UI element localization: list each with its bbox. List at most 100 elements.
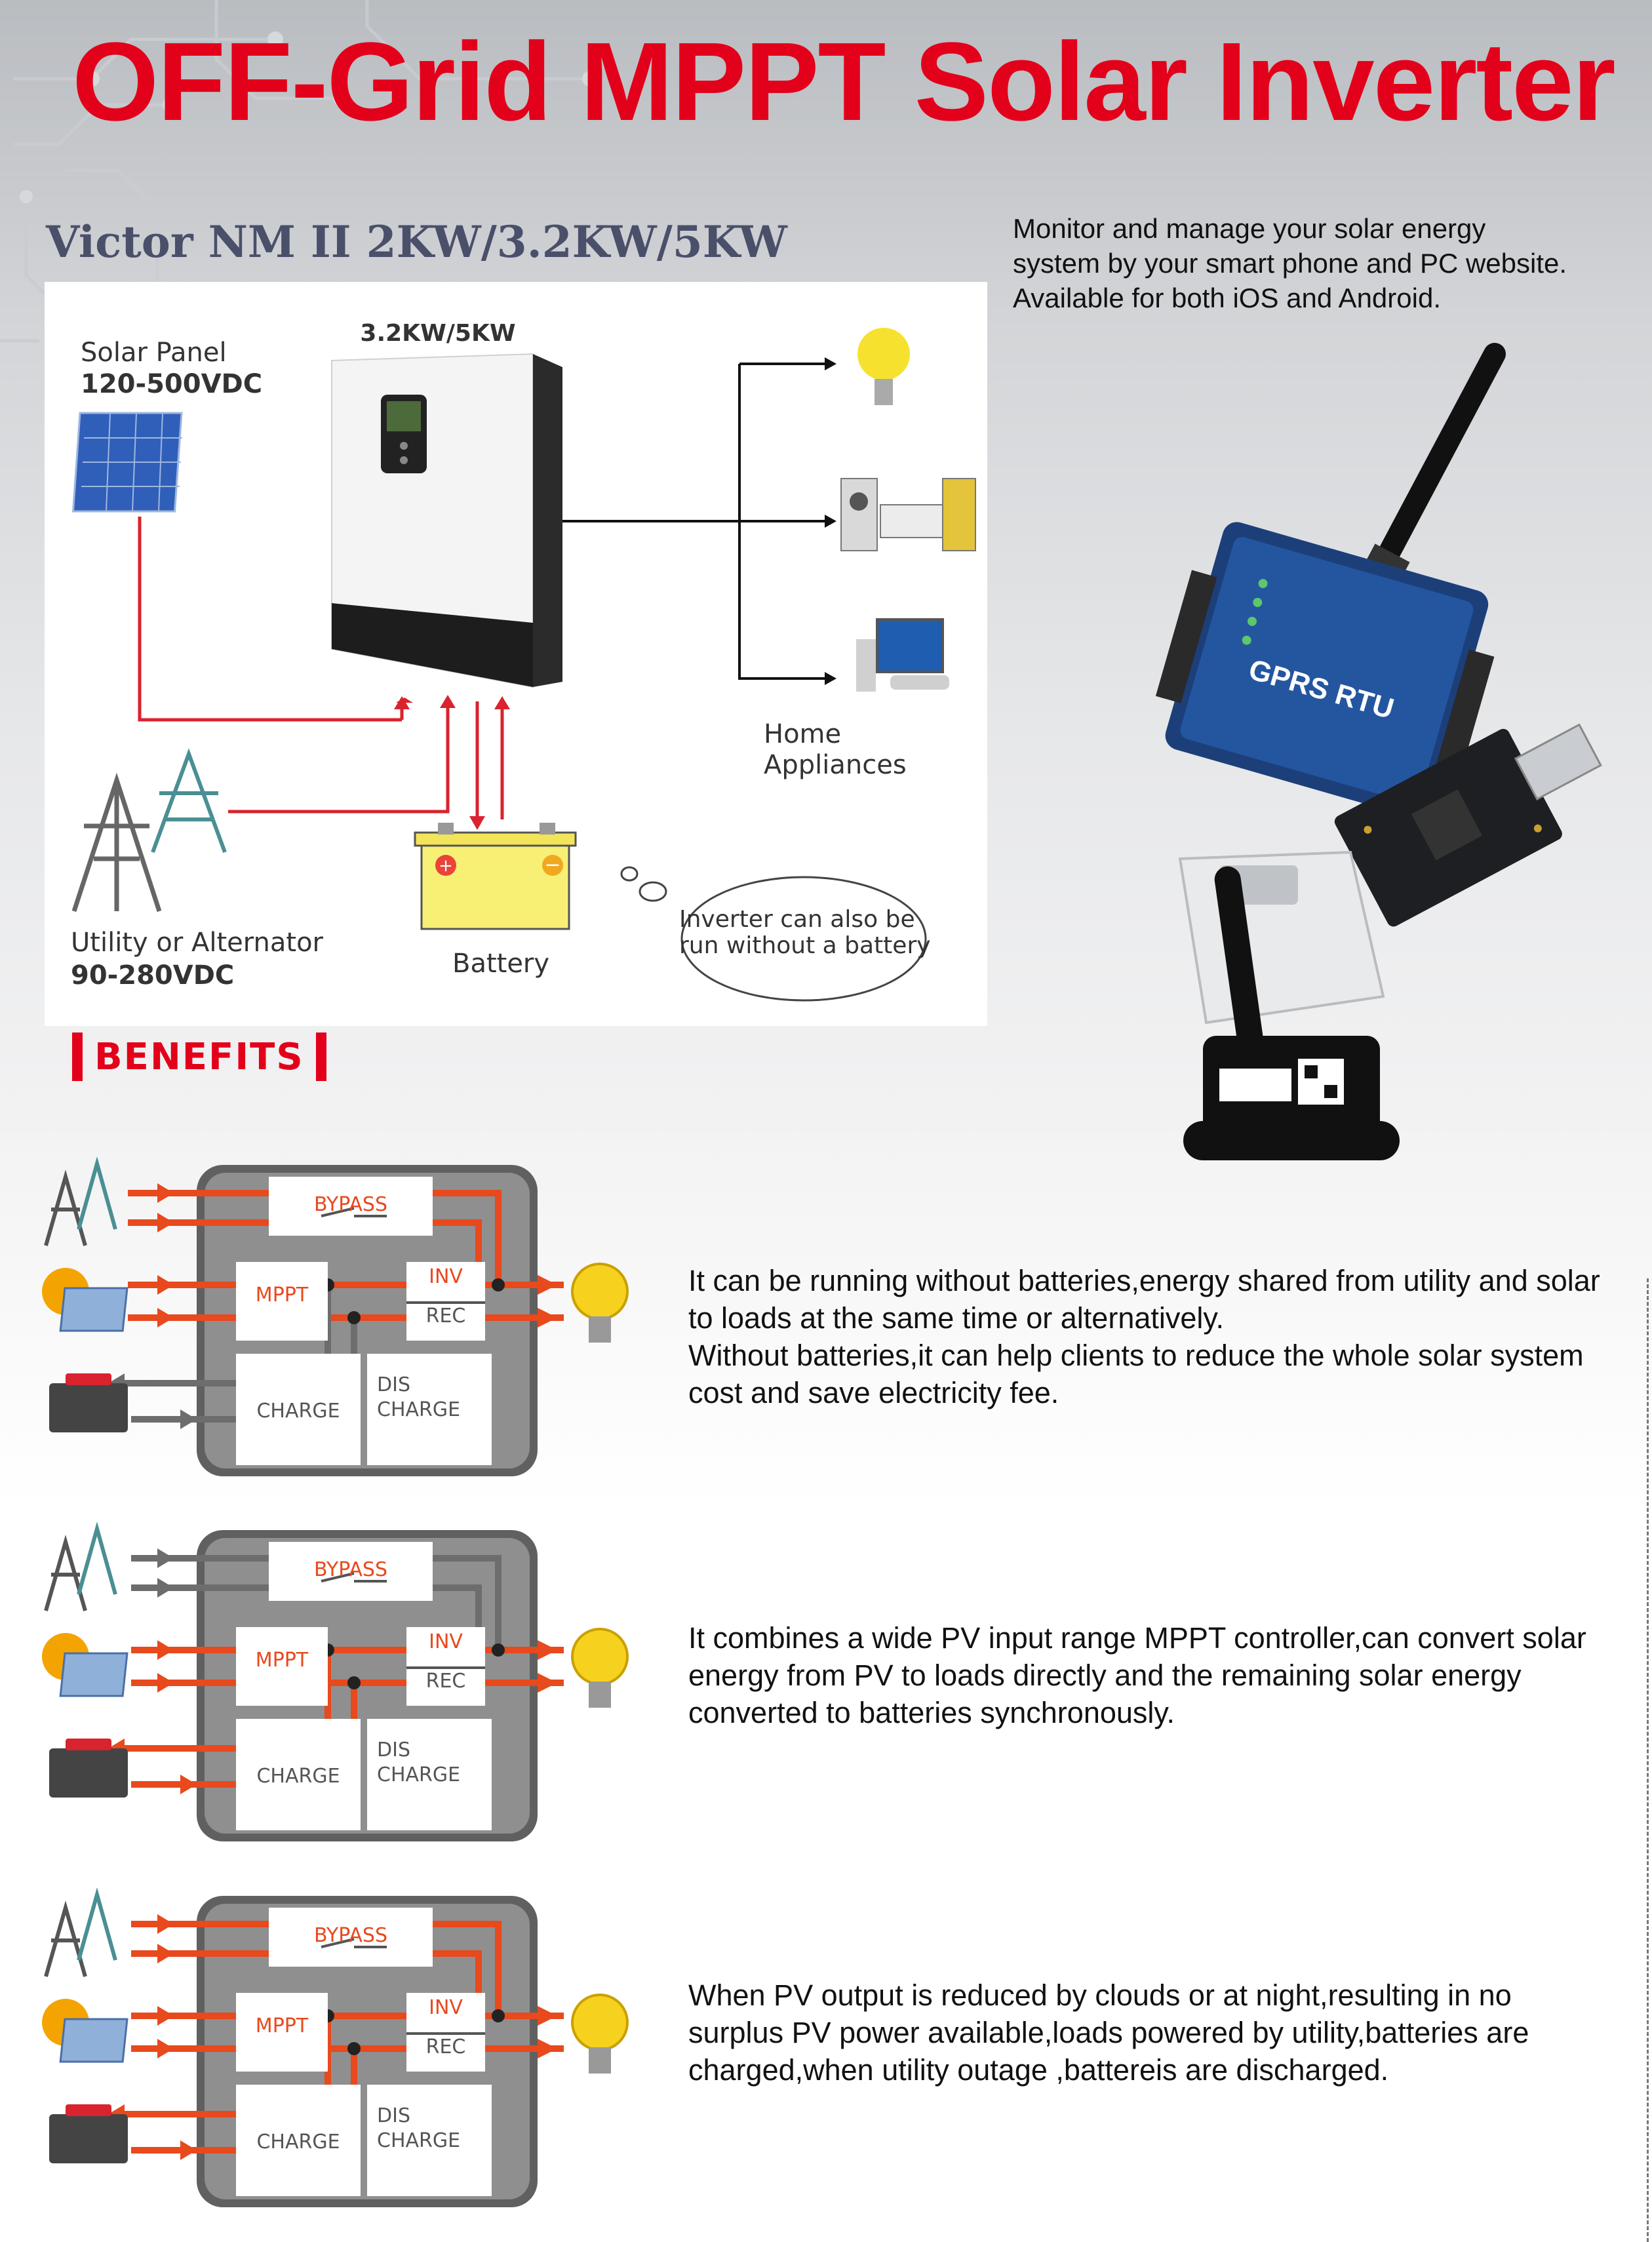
battery-icon bbox=[49, 2104, 128, 2163]
bypass-label: BYPASS bbox=[313, 1193, 388, 1216]
solar-panel-icon bbox=[71, 412, 183, 513]
dis-label: DIS bbox=[377, 1739, 410, 1761]
thought-bubble bbox=[680, 876, 927, 1002]
antenna-icon bbox=[1356, 343, 1506, 597]
solar-panel-label: Solar Panel bbox=[81, 338, 227, 368]
bubble-text-line2: run without a battery bbox=[679, 932, 931, 959]
charge-block bbox=[236, 1719, 361, 1830]
utility-tower-icon bbox=[44, 1157, 117, 1246]
benefit-line: converted to batteries synchronously. bbox=[688, 1696, 1175, 1729]
computer-icon bbox=[856, 618, 949, 692]
sun-panel-icon bbox=[42, 1999, 128, 2063]
solar-up-arrow bbox=[394, 696, 410, 709]
stereo-icon bbox=[840, 478, 976, 551]
discharge-block bbox=[367, 1354, 492, 1465]
bypass-label: BYPASS bbox=[313, 1924, 388, 1947]
bubble-dot bbox=[620, 866, 639, 882]
utility-tower-icon bbox=[44, 1522, 117, 1611]
benefit-line: cost and save electricity fee. bbox=[688, 1376, 1059, 1409]
benefit-text-2: It combines a wide PV input range MPPT c… bbox=[688, 1619, 1645, 1731]
mode-diagram-1 bbox=[42, 1157, 564, 1476]
monitor-line: Monitor and manage your solar energy bbox=[1013, 213, 1486, 244]
model-subtitle: Victor NM II 2KW/3.2KW/5KW bbox=[46, 216, 787, 267]
battery-label: Battery bbox=[452, 949, 550, 979]
heading-bar-right bbox=[315, 1032, 326, 1081]
bypass-block bbox=[269, 1542, 433, 1601]
sun-panel-icon bbox=[42, 1633, 128, 1697]
rec-label: REC bbox=[425, 2036, 466, 2058]
sun-panel-icon bbox=[42, 1268, 128, 1332]
bubble-dot bbox=[639, 881, 667, 902]
charge-label: CHARGE bbox=[256, 1400, 340, 1423]
utility-label: Utility or Alternator bbox=[71, 928, 323, 958]
battery-icon bbox=[49, 1373, 128, 1432]
home-label-line1: Home bbox=[764, 719, 842, 749]
inv-label: INV bbox=[429, 1265, 463, 1288]
dis-label: DIS bbox=[377, 1373, 410, 1396]
dis-label: DIS bbox=[377, 2104, 410, 2127]
benefit-text-3: When PV output is reduced by clouds or a… bbox=[688, 1976, 1645, 2089]
discharge-block bbox=[367, 2085, 492, 2196]
svg-text:−: − bbox=[544, 854, 560, 876]
benefit-line: to loads at the same time or alternative… bbox=[688, 1301, 1225, 1335]
benefit-line: It can be running without batteries,ener… bbox=[688, 1264, 1600, 1297]
charge-label: CHARGE bbox=[256, 1765, 340, 1788]
battery-icon bbox=[49, 1739, 128, 1798]
benefits-title: BENEFITS bbox=[94, 1035, 304, 1078]
mode-diagram-3 bbox=[42, 1888, 564, 2207]
dis-charge-label: CHARGE bbox=[377, 1763, 461, 1786]
svg-text:+: + bbox=[439, 856, 453, 876]
monitor-line: system by your smart phone and PC websit… bbox=[1013, 248, 1567, 279]
monitoring-devices: GPRS RTU bbox=[1155, 343, 1602, 1160]
bubble-text-line1: Inverter can also be bbox=[679, 906, 915, 933]
dashed-divider bbox=[1647, 1278, 1649, 2242]
utility-tower-icon bbox=[71, 772, 162, 913]
gprs-rtu-icon: GPRS RTU bbox=[1155, 522, 1495, 818]
system-diagram-panel: 3.2KW/5KW + − bbox=[45, 282, 987, 1026]
utility-tower-icon bbox=[151, 748, 227, 854]
monitor-line: Available for both iOS and Android. bbox=[1013, 283, 1441, 313]
solar-wire bbox=[138, 517, 402, 722]
utility-wire bbox=[228, 705, 450, 814]
light-bulb-icon bbox=[571, 1628, 629, 1708]
system-diagram: 3.2KW/5KW + − bbox=[71, 320, 976, 1002]
benefit-line: When PV output is reduced by clouds or a… bbox=[688, 1978, 1512, 2012]
utility-tower-icon bbox=[44, 1888, 117, 1977]
charge-block bbox=[236, 2085, 361, 2196]
home-label-line2: Appliances bbox=[764, 750, 907, 780]
heading-bar-left bbox=[72, 1032, 83, 1081]
charge-label: CHARGE bbox=[256, 2131, 340, 2154]
rec-label: REC bbox=[425, 1670, 466, 1693]
load-arrow-2 bbox=[825, 515, 836, 528]
load-arrow-1 bbox=[825, 357, 836, 370]
inverter-model-label: 3.2KW/5KW bbox=[360, 320, 515, 347]
benefit-line: Without batteries,it can help clients to… bbox=[688, 1339, 1584, 1372]
mppt-block bbox=[236, 1627, 328, 1706]
battery-down-arrow bbox=[469, 816, 485, 830]
benefits-heading: BENEFITS bbox=[72, 1031, 326, 1083]
inv-label: INV bbox=[429, 1630, 463, 1653]
battery-up-arrow bbox=[494, 696, 510, 709]
bypass-block bbox=[269, 1908, 433, 1967]
mppt-block bbox=[236, 1262, 328, 1341]
benefit-line: It combines a wide PV input range MPPT c… bbox=[688, 1621, 1586, 1655]
wifi-dongle-icon bbox=[1178, 850, 1400, 1160]
inv-label: INV bbox=[429, 1996, 463, 2019]
rec-label: REC bbox=[425, 1305, 466, 1328]
mppt-label: MPPT bbox=[255, 1284, 309, 1307]
mppt-label: MPPT bbox=[255, 2015, 309, 2037]
utility-arrow bbox=[440, 695, 456, 708]
light-bulb-icon bbox=[571, 1263, 629, 1343]
mppt-block bbox=[236, 1993, 328, 2072]
inverter-icon bbox=[331, 353, 562, 688]
battery-icon: + − bbox=[414, 823, 577, 930]
benefit-text-1: It can be running without batteries,ener… bbox=[688, 1262, 1645, 1411]
dis-charge-label: CHARGE bbox=[377, 1398, 461, 1421]
bypass-block bbox=[269, 1177, 433, 1236]
benefit-line: charged,when utility outage ,battereis a… bbox=[688, 2053, 1389, 2087]
benefit-line: energy from PV to loads directly and the… bbox=[688, 1659, 1522, 1692]
usb-module-icon bbox=[1334, 723, 1602, 927]
light-bulb-icon bbox=[571, 1994, 629, 2074]
page-title: OFF-Grid MPPT Solar Inverter bbox=[72, 20, 1616, 144]
solar-voltage: 120-500VDC bbox=[81, 369, 263, 399]
